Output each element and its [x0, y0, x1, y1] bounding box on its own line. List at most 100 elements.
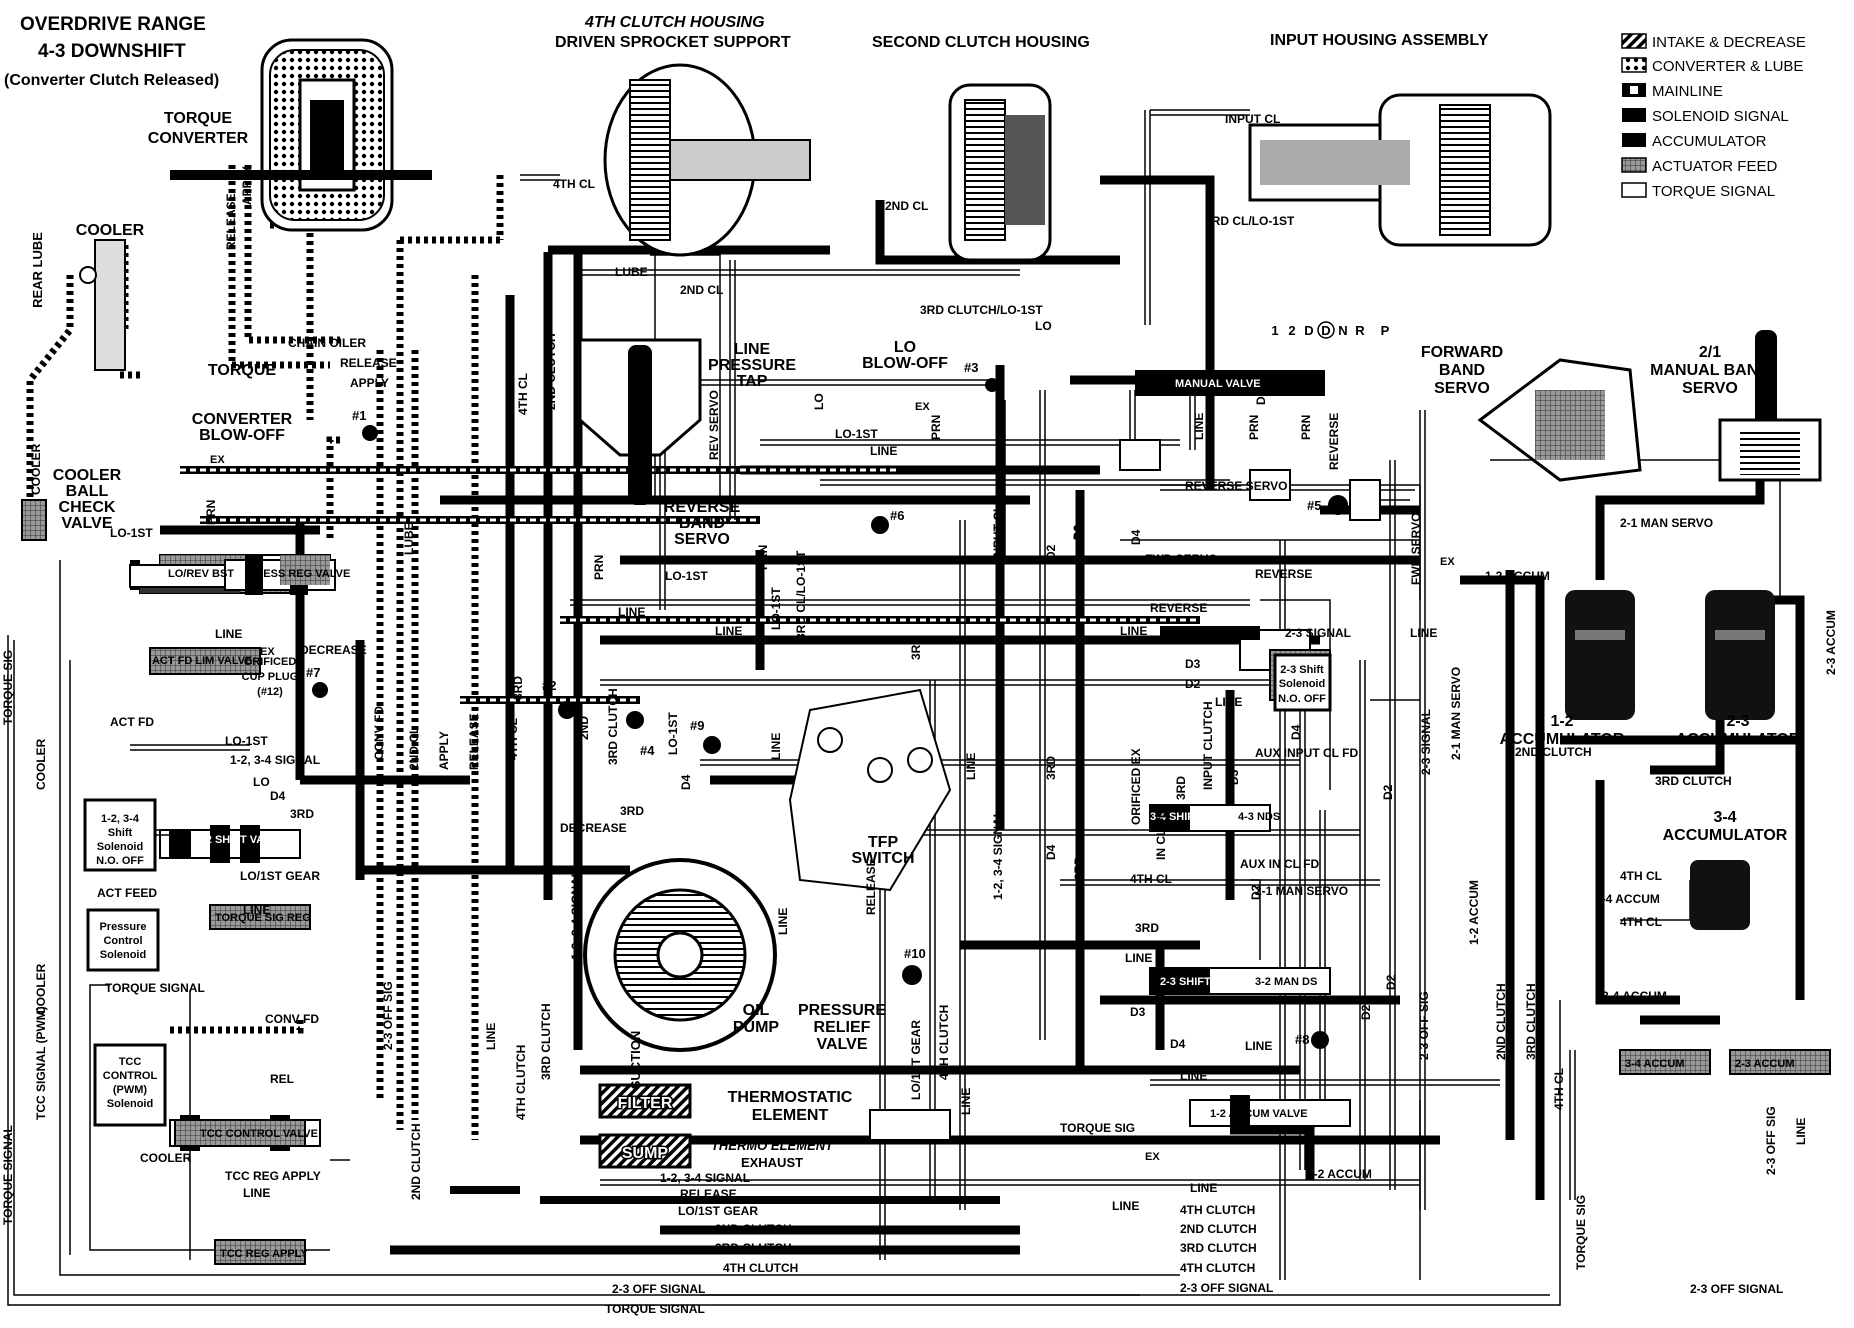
- pl-release: RELEASE: [340, 356, 397, 370]
- vpl-line-d: LINE: [959, 1088, 973, 1115]
- pl-decrease: DECREASE: [300, 643, 367, 657]
- label-tcc-sol-2: CONTROL: [103, 1070, 158, 1082]
- label-cup-plug-3: (#12): [257, 686, 283, 698]
- legend-actuator-feed: ACTUATOR FEED: [1652, 158, 1777, 175]
- label-act-fd-lim: ACT FD LIM VALVE: [152, 655, 252, 667]
- accumulator-23: [1705, 590, 1775, 720]
- pl-line-left: LINE: [215, 627, 242, 641]
- manual-band-servo-21: [1718, 330, 1822, 482]
- vpl-prn-d: PRN: [929, 415, 943, 440]
- label-23-shift-valve: 2-3 SHIFT VALVE: [1160, 976, 1249, 988]
- pl-cooler-a: COOLER: [140, 1151, 192, 1165]
- label-rev-band-servo-3: SERVO: [674, 531, 730, 548]
- vpl-23-accum: 2-3 ACCUM: [1824, 610, 1838, 675]
- forward-band-servo: [1477, 358, 1642, 482]
- label-rear-lube: REAR LUBE: [30, 232, 45, 308]
- label-fwd-band-servo-3: SERVO: [1434, 380, 1490, 397]
- exhaust-labels: EX EX EX EX EX: [210, 401, 1455, 1163]
- pl-2nd-clutch-b: 2ND CLUTCH: [1180, 1222, 1257, 1236]
- vpl-d2-c: D2: [1381, 784, 1395, 800]
- vpl-4th-cl-e: 4TH CL: [1552, 1068, 1566, 1110]
- checkball-10: #10: [904, 946, 926, 961]
- label-tcc-sol-3: (PWM): [113, 1084, 148, 1096]
- label-oil-pump-1: OIL: [743, 1002, 770, 1019]
- pl-chain-oiler: CHAIN OILER: [288, 336, 366, 350]
- title-line1: OVERDRIVE RANGE: [20, 14, 206, 35]
- vpl-2nd-clutch: 2ND CLUTCH: [544, 333, 558, 410]
- label-thermostatic-1: THERMOSTATIC: [728, 1089, 853, 1106]
- checkball-5: #5: [1307, 498, 1321, 513]
- pl-apply: APPLY: [350, 376, 389, 390]
- vpl-conv-fd: CONV FD: [372, 706, 386, 760]
- range-n: N: [1338, 323, 1347, 338]
- pl-4th-cl-b: 4TH CL: [1130, 872, 1172, 886]
- label-sump: SUMP: [622, 1145, 669, 1162]
- vpl-torque-signal: TORQUE SIGNAL: [1, 1125, 15, 1225]
- vpl-fwd-servo: FWD SERVO: [1409, 513, 1423, 585]
- vpl-apply-b: APPLY: [437, 731, 451, 770]
- vpl-d4-b: D4: [1129, 529, 1143, 545]
- pl-reverse-c: REVERSE: [1150, 601, 1207, 615]
- title-line2: 4-3 DOWNSHIFT: [38, 41, 186, 62]
- pl-4th-clutch-c: 4TH CLUTCH: [723, 1261, 798, 1275]
- vpl-lo: LO: [812, 393, 826, 410]
- pl-line-j: LINE: [1190, 1181, 1217, 1195]
- pl-2nd-clutch-c: 2ND CLUTCH: [715, 1222, 792, 1236]
- pl-aux-input-cl-fd: AUX INPUT CL FD: [1255, 746, 1358, 760]
- pl-34-acc-b: 3-4 ACCUM: [1602, 989, 1667, 1003]
- pl-line-3: LINE: [715, 624, 742, 638]
- range-d: D: [1304, 323, 1313, 338]
- input-housing-assembly: [1248, 93, 1552, 247]
- label-tfp-1: TFP: [868, 834, 899, 851]
- vpl-d2-b: D2: [1249, 884, 1263, 900]
- label-tc-blowoff-1: TORQUE: [208, 362, 276, 379]
- label-sol-1234-1: 1-2, 3-4: [101, 813, 140, 825]
- range-2: 2: [1288, 323, 1295, 338]
- passage-labels: INPUT CL 4TH CL 2ND CL 3RD CL/LO-1ST LUB…: [97, 112, 1783, 1316]
- label-manual-valve: MANUAL VALVE: [1175, 378, 1261, 390]
- label-torque-converter-1: TORQUE: [164, 110, 232, 127]
- second-clutch-housing: [948, 83, 1052, 262]
- pl-3rd-clutch-b: 3RD CLUTCH: [1180, 1241, 1257, 1255]
- pl-aux-in-cl-fd: AUX IN CL FD: [1240, 857, 1319, 871]
- legend-solenoid-signal: SOLENOID SIGNAL: [1652, 108, 1789, 125]
- vpl-3rd-e: 3RD: [1174, 776, 1188, 800]
- vpl-23-off-sig-c: 2-3 OFF SIG: [1764, 1106, 1778, 1175]
- vpl-line-c: LINE: [776, 908, 790, 935]
- ex-2: EX: [915, 401, 930, 413]
- vpl-line-e: LINE: [964, 753, 978, 780]
- vpl-23-off-sig-b: 2-3 OFF SIG: [1417, 991, 1431, 1060]
- label-relief-2: RELIEF: [814, 1019, 871, 1036]
- vpl-lo-1st-b: LO-1ST: [769, 587, 783, 630]
- vpl-23-signal: 2-3 SIGNAL: [1419, 709, 1433, 775]
- vpl-release-b: RELEASE: [467, 713, 481, 770]
- cooler: [79, 239, 126, 371]
- pl-21-man-servo-b: 2-1 MAN SERVO: [1255, 884, 1348, 898]
- pl-1234-signal: 1-2, 3-4 SIGNAL: [230, 753, 320, 767]
- vpl-d2-e: D2: [1359, 1004, 1373, 1020]
- vpl-lo-1st: LO-1ST: [666, 712, 680, 755]
- vpl-prn-b: PRN: [592, 555, 606, 580]
- checkball-1: #1: [352, 408, 366, 423]
- vpl-d3-c: D3: [1227, 769, 1241, 785]
- pl-lo-1st-c: LO-1ST: [225, 734, 268, 748]
- oil-pump: [583, 858, 777, 1052]
- label-man-band-servo-3: SERVO: [1682, 380, 1738, 397]
- vpl-23-off-sig: 2-3 OFF SIG: [381, 981, 395, 1050]
- label-pcs-2: Control: [103, 935, 142, 947]
- vpl-in-cl-fd: IN CL FD: [1154, 809, 1168, 860]
- pl-3rd-clutch-a: 3RD CLUTCH: [1655, 774, 1732, 788]
- vpl-d4-d: D4: [1289, 724, 1303, 740]
- vpl-line-g: LINE: [1794, 1118, 1808, 1145]
- legend-converter: CONVERTER & LUBE: [1652, 58, 1803, 75]
- pl-line-h: LINE: [1410, 626, 1437, 640]
- range-selector: 1 2 D D N R P: [1271, 321, 1390, 339]
- ex-4: EX: [1440, 556, 1455, 568]
- checkball-9: #9: [690, 718, 704, 733]
- vpl-line-b: LINE: [769, 733, 783, 760]
- pl-release-b: RELEASE: [680, 1187, 737, 1201]
- checkball-7: #7: [306, 665, 320, 680]
- vpl-2nd: 2ND: [577, 716, 591, 740]
- pl-lo-c: LO: [253, 775, 270, 789]
